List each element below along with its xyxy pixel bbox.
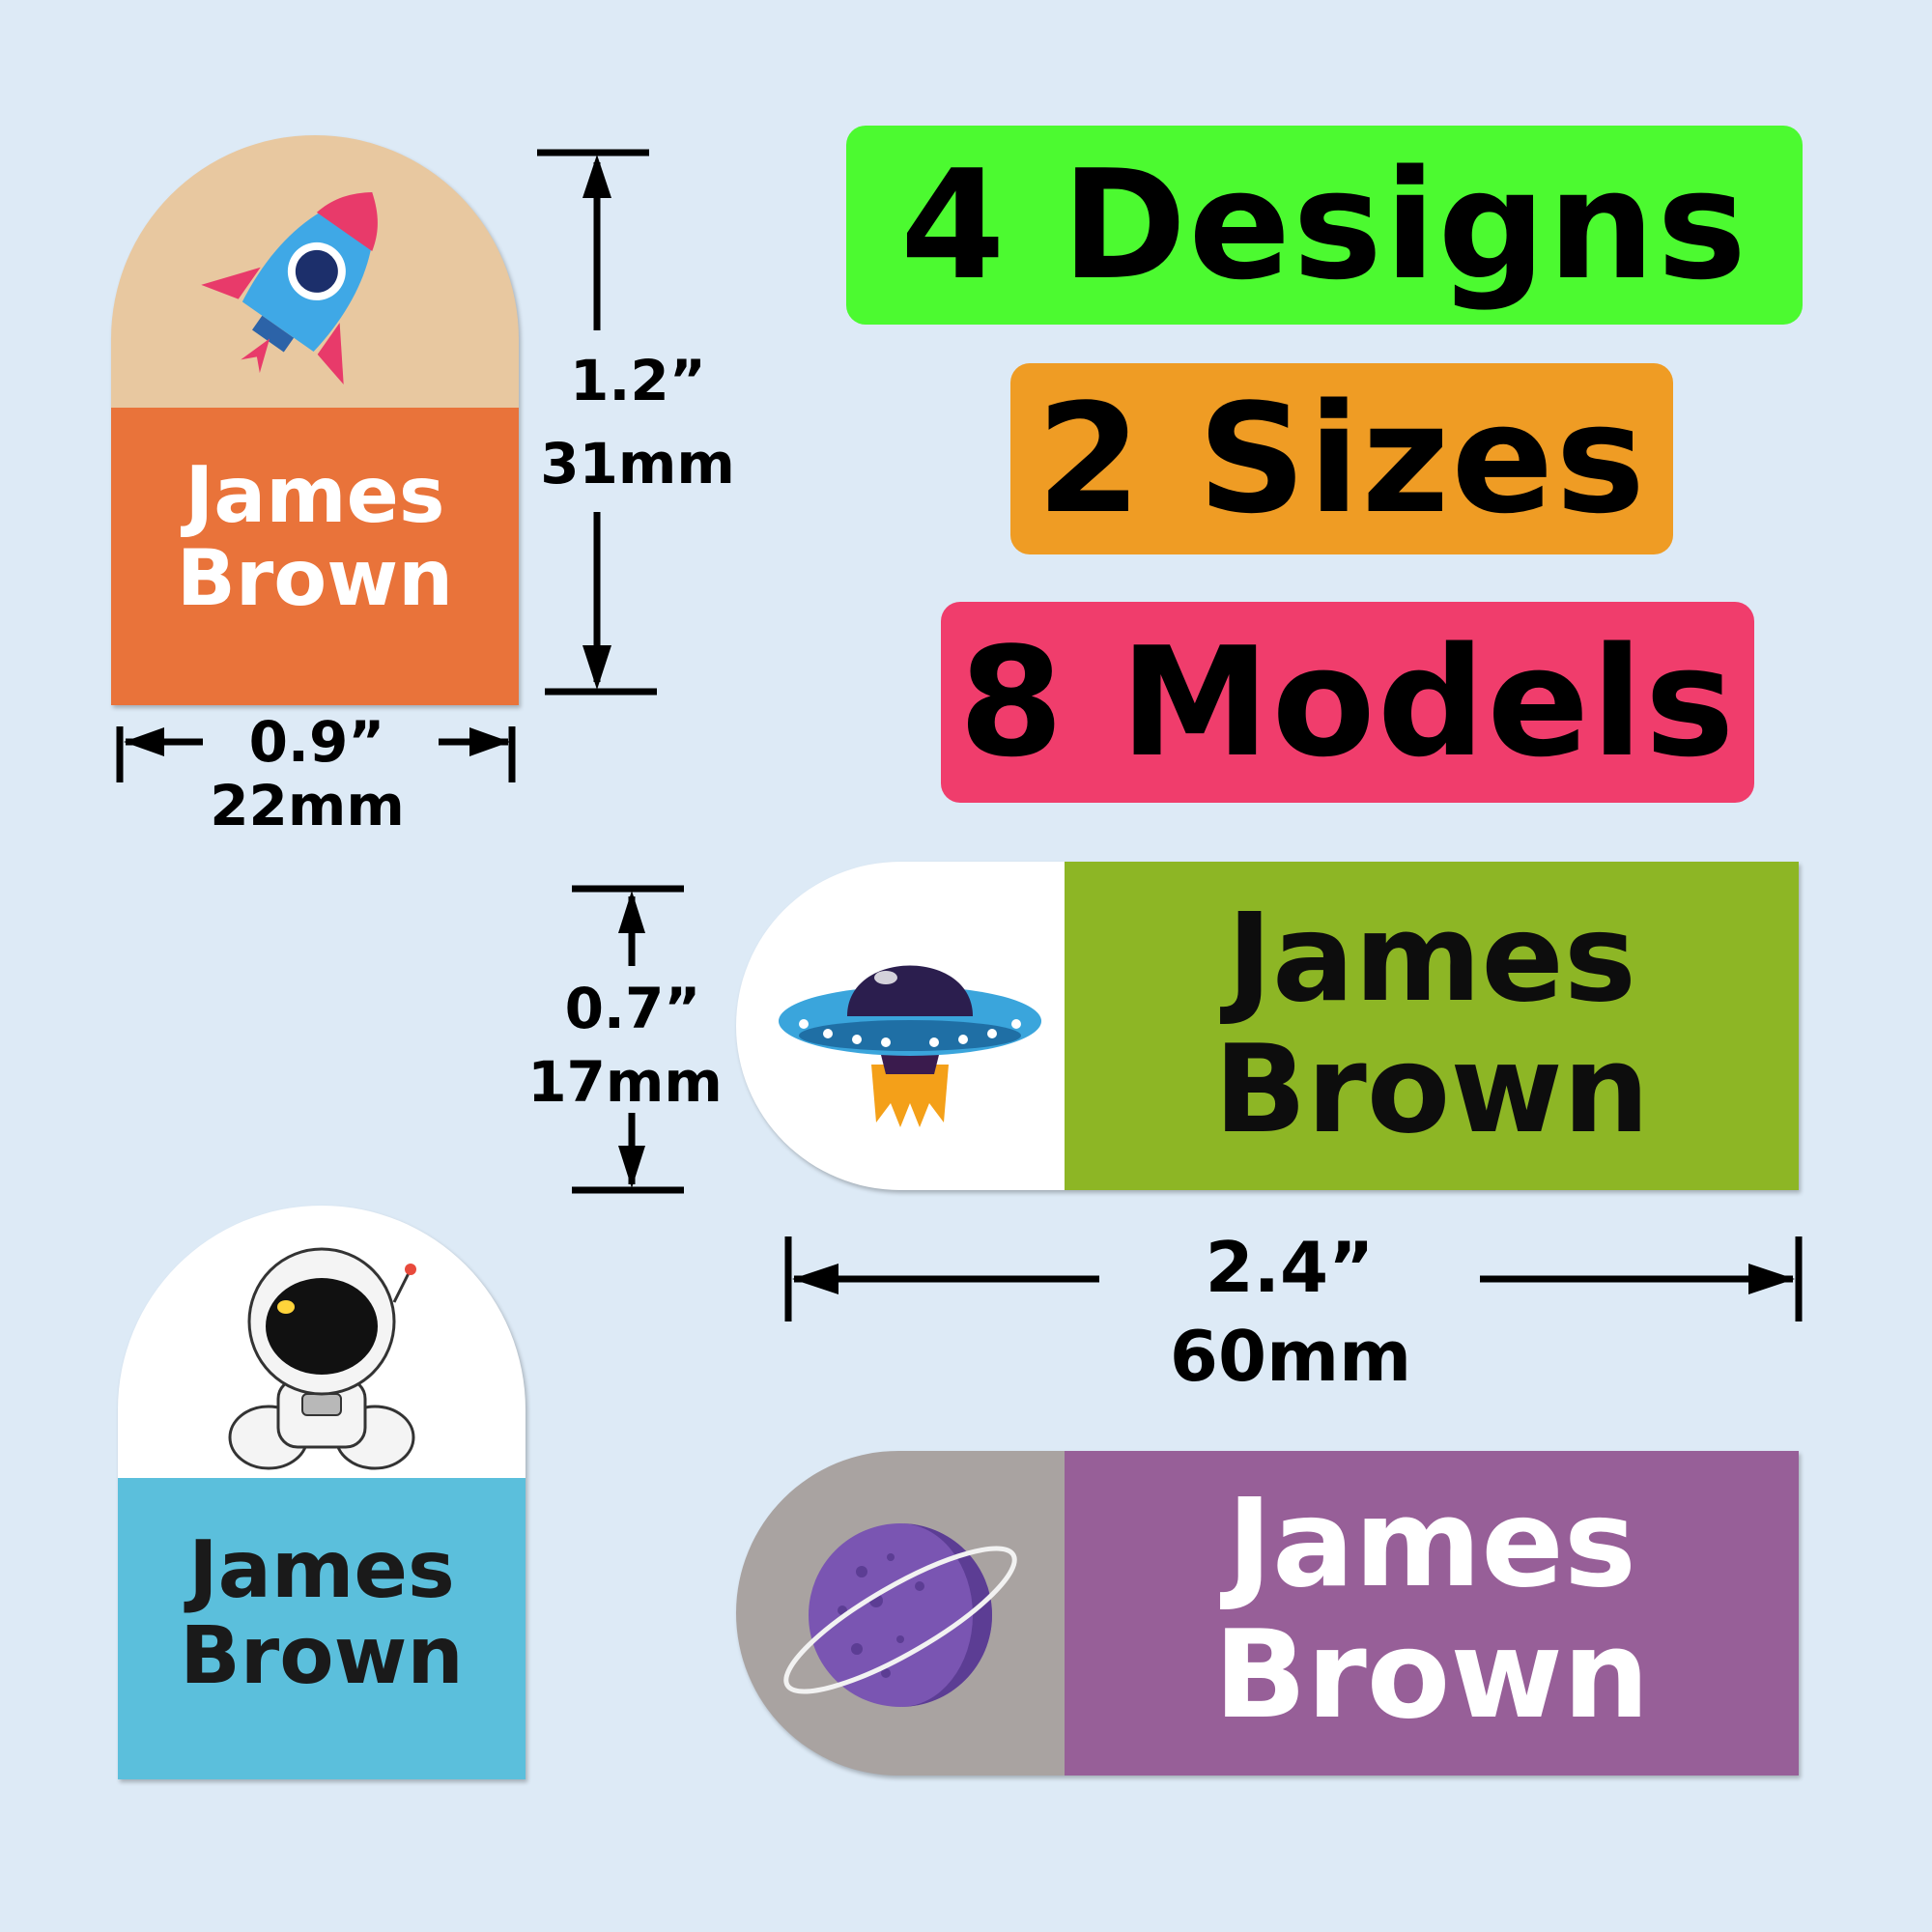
arrow-right-icon bbox=[469, 727, 510, 756]
small-height-mm: 17mm bbox=[527, 1049, 723, 1115]
astronaut-label-band bbox=[118, 1478, 526, 1779]
ufo-name-label: James Brown bbox=[736, 862, 1799, 1190]
arrow-left-icon bbox=[124, 727, 164, 756]
first-name: James bbox=[1227, 1472, 1636, 1614]
arrow-down-icon bbox=[582, 645, 611, 690]
small-width-inches: 2.4” bbox=[1205, 1227, 1375, 1308]
arrow-right-icon bbox=[1748, 1264, 1795, 1294]
designs-badge: 4 Designs bbox=[846, 126, 1803, 325]
small-width-mm: 60mm bbox=[1169, 1316, 1412, 1397]
rocket-label-band bbox=[111, 408, 519, 705]
last-name: Brown bbox=[176, 533, 454, 624]
large-width-inches: 0.9” bbox=[248, 709, 385, 775]
large-height-inches: 1.2” bbox=[570, 348, 706, 413]
astronaut-name-label: James Brown bbox=[118, 1206, 526, 1779]
planet-label-band bbox=[1065, 1451, 1799, 1776]
models-badge: 8 Models bbox=[941, 602, 1754, 803]
rocket-icon bbox=[201, 191, 378, 385]
rocket-label-name: James Brown bbox=[111, 450, 519, 624]
last-name: Brown bbox=[180, 1609, 464, 1702]
last-name: Brown bbox=[1213, 1604, 1650, 1747]
ufo-label-band bbox=[1065, 862, 1799, 1190]
first-name: James bbox=[1227, 887, 1636, 1029]
planet-name-label: James Brown bbox=[736, 1451, 1799, 1776]
sizes-badge: 2 Sizes bbox=[1010, 363, 1673, 554]
planet-icon bbox=[783, 1523, 1017, 1707]
arrow-left-icon bbox=[792, 1264, 838, 1294]
small-height-inches: 0.7” bbox=[564, 976, 701, 1041]
ufo-icon bbox=[779, 965, 1041, 1127]
ufo-label-name: James Brown bbox=[1065, 887, 1799, 1161]
first-name: James bbox=[188, 1524, 455, 1616]
arrow-up-icon bbox=[582, 155, 611, 198]
arrow-up-icon bbox=[618, 891, 645, 933]
last-name: Brown bbox=[1213, 1018, 1650, 1161]
planet-label-name: James Brown bbox=[1065, 1472, 1799, 1747]
large-height-mm: 31mm bbox=[540, 431, 735, 497]
rocket-name-label: James Brown bbox=[111, 135, 519, 705]
first-name: James bbox=[185, 450, 445, 540]
astronaut-label-name: James Brown bbox=[118, 1524, 526, 1702]
large-width-mm: 22mm bbox=[210, 773, 405, 838]
arrow-down-icon bbox=[618, 1146, 645, 1188]
astronaut-icon bbox=[228, 1247, 416, 1470]
